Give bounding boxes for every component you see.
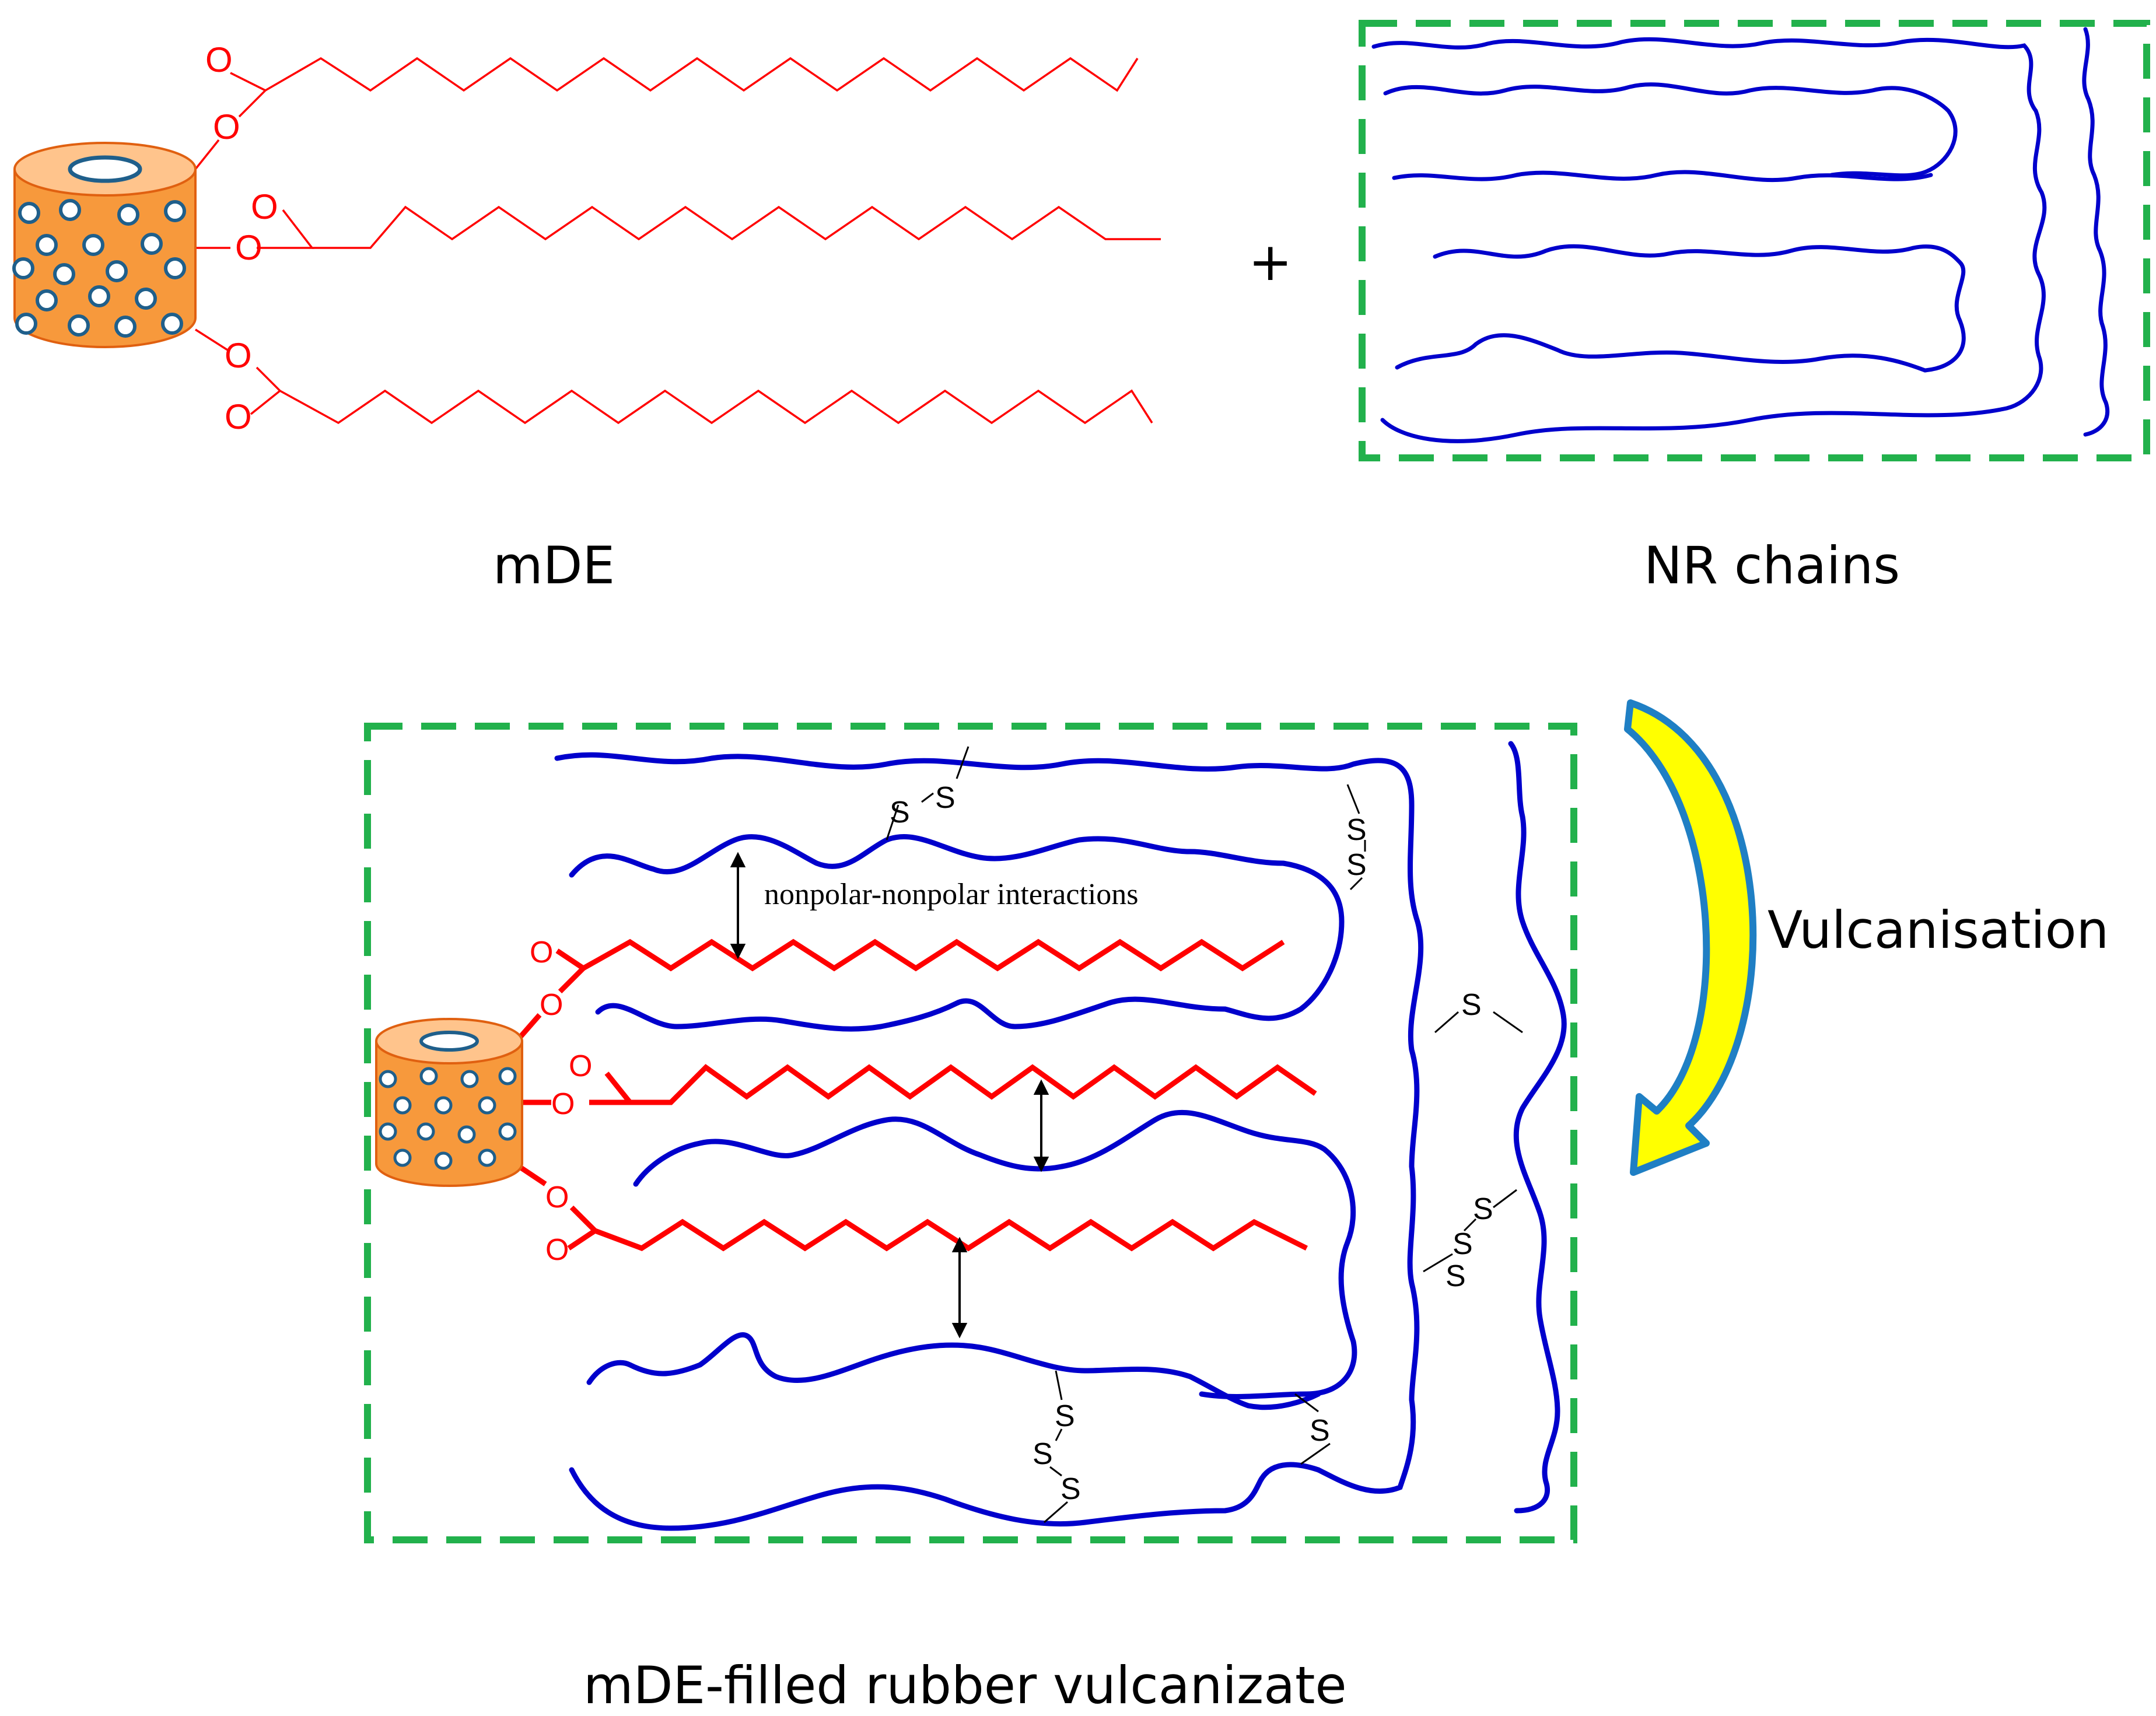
oxygen-atoms-top: O O O O O O xyxy=(205,40,278,436)
nr-chains-frame xyxy=(1359,20,2150,461)
sulfur-label: S xyxy=(1346,813,1367,847)
nr-chains-label: NR chains xyxy=(1644,535,1900,596)
oxygen-label: O xyxy=(251,187,278,226)
diatomite-cylinder xyxy=(375,1018,523,1187)
vulcanisation-label: Vulcanisation xyxy=(1768,900,2109,960)
sulfur-label: S xyxy=(1473,1192,1493,1226)
vulcanizate-box: O O O O O O nonp xyxy=(364,723,1577,1543)
oxygen-label: O xyxy=(569,1049,592,1083)
oxygen-label: O xyxy=(545,1233,569,1267)
interactions-label: nonpolar-nonpolar interactions xyxy=(764,878,1139,911)
oxygen-label: O xyxy=(205,40,233,79)
oxygen-label: O xyxy=(235,228,262,267)
sulfur-label: S xyxy=(1452,1227,1473,1261)
sulfur-label: S xyxy=(935,781,956,815)
vulcanizate-frame xyxy=(364,723,1577,1543)
pores xyxy=(12,199,186,338)
vulcanizate-label: mDE-filled rubber vulcanizate xyxy=(583,1655,1347,1715)
plus-sign: + xyxy=(1248,232,1292,293)
curved-arrow-icon xyxy=(1624,699,1757,1176)
oxygen-label: O xyxy=(545,1181,569,1214)
ester-chains-top xyxy=(194,57,1161,425)
nr-chains-box xyxy=(1359,20,2150,461)
sulfur-label: S xyxy=(1032,1437,1053,1471)
vulcanisation-arrow xyxy=(1624,699,1757,1176)
sulfur-bridges xyxy=(886,746,1523,1524)
sulfur-label: S xyxy=(1310,1414,1330,1448)
pores xyxy=(379,1067,517,1170)
nr-chain-lines xyxy=(1371,27,2110,443)
sulfur-label: S xyxy=(1461,988,1482,1022)
interaction-arrows xyxy=(730,852,1049,1339)
sulfur-label: S xyxy=(1060,1472,1081,1506)
sulfur-label: S xyxy=(1446,1259,1466,1293)
oxygen-label: O xyxy=(530,936,553,969)
mde-molecule: O O O O O O xyxy=(12,40,1161,436)
oxygen-label: O xyxy=(225,397,252,436)
sulfur-label: S xyxy=(890,796,910,829)
diatomite-cylinder xyxy=(12,142,197,348)
rubber-chains xyxy=(554,741,1567,1531)
oxygen-label: O xyxy=(540,988,563,1022)
oxygen-atoms-bottom: O O O O O O xyxy=(530,936,592,1267)
ester-chains-bottom xyxy=(517,938,1317,1252)
oxygen-label: O xyxy=(225,336,252,375)
mde-label: mDE xyxy=(493,535,615,596)
sulfur-atoms: S S S S S S S S S S S S xyxy=(890,781,1493,1506)
sulfur-label: S xyxy=(1346,848,1367,882)
oxygen-label: O xyxy=(551,1087,575,1121)
oxygen-label: O xyxy=(213,107,240,146)
sulfur-label: S xyxy=(1055,1399,1075,1433)
